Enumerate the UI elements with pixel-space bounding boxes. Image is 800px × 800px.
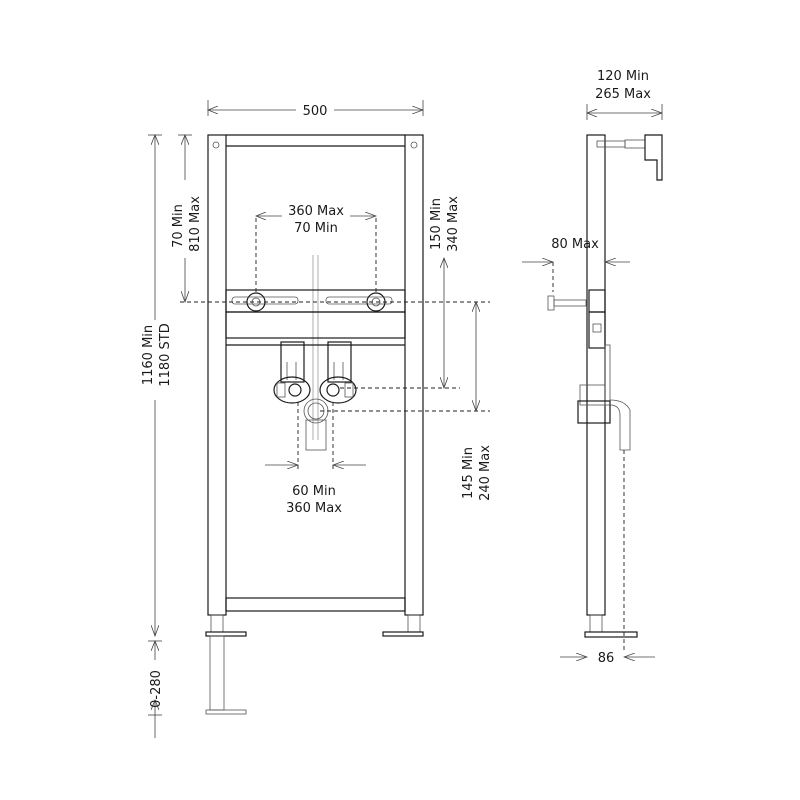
projection-min: 120 Min (597, 69, 649, 84)
depth-label: 86 (598, 651, 615, 666)
frame (205, 134, 424, 715)
width-label: 500 (303, 104, 328, 119)
tap-height-min: 70 Min (171, 204, 186, 248)
bracket-drop-dimension: 150 Min 340 Max (429, 196, 461, 388)
bracket-drop-max: 340 Max (446, 196, 461, 252)
supply-valves (273, 341, 357, 472)
overall-height-std: 1180 STD (158, 323, 173, 386)
tap-spacing-max: 360 Max (288, 204, 344, 219)
bracket-drop-min: 150 Min (429, 198, 444, 250)
overall-height-dimension: 1160 Min 1180 STD (141, 135, 173, 636)
stud-projection-label: 80 Max (551, 237, 599, 252)
tap-spacing-dimension: 360 Max 70 Min (256, 204, 376, 293)
side-view: 120 Min 265 Max 80 Max (522, 69, 662, 666)
waste-drop-max: 240 Max (478, 445, 493, 501)
waste-drop-min: 145 Min (461, 447, 476, 499)
waste-drop-dimension: 145 Min 240 Max (461, 302, 493, 501)
tap-spacing-min: 70 Min (294, 221, 338, 236)
supply-spacing-min: 60 Min (292, 484, 336, 499)
projection-max: 265 Max (595, 87, 651, 102)
front-view: 500 (141, 100, 493, 738)
tap-bracket (225, 289, 406, 346)
overall-height-min: 1160 Min (141, 325, 156, 385)
projection-dimension: 120 Min 265 Max (587, 69, 662, 120)
foot-extension-label: 0-280 (149, 670, 164, 708)
tap-height-max: 810 Max (188, 196, 203, 252)
width-dimension: 500 (208, 100, 423, 119)
depth-dimension: 86 (560, 651, 655, 666)
supply-spacing-max: 360 Max (286, 501, 342, 516)
supply-spacing-dimension: 60 Min 360 Max (265, 465, 366, 516)
stud-projection-dimension: 80 Max (522, 237, 630, 292)
foot-extension-dimension: 0-280 (148, 641, 164, 738)
tap-height-dimension: 70 Min 810 Max (171, 135, 203, 302)
